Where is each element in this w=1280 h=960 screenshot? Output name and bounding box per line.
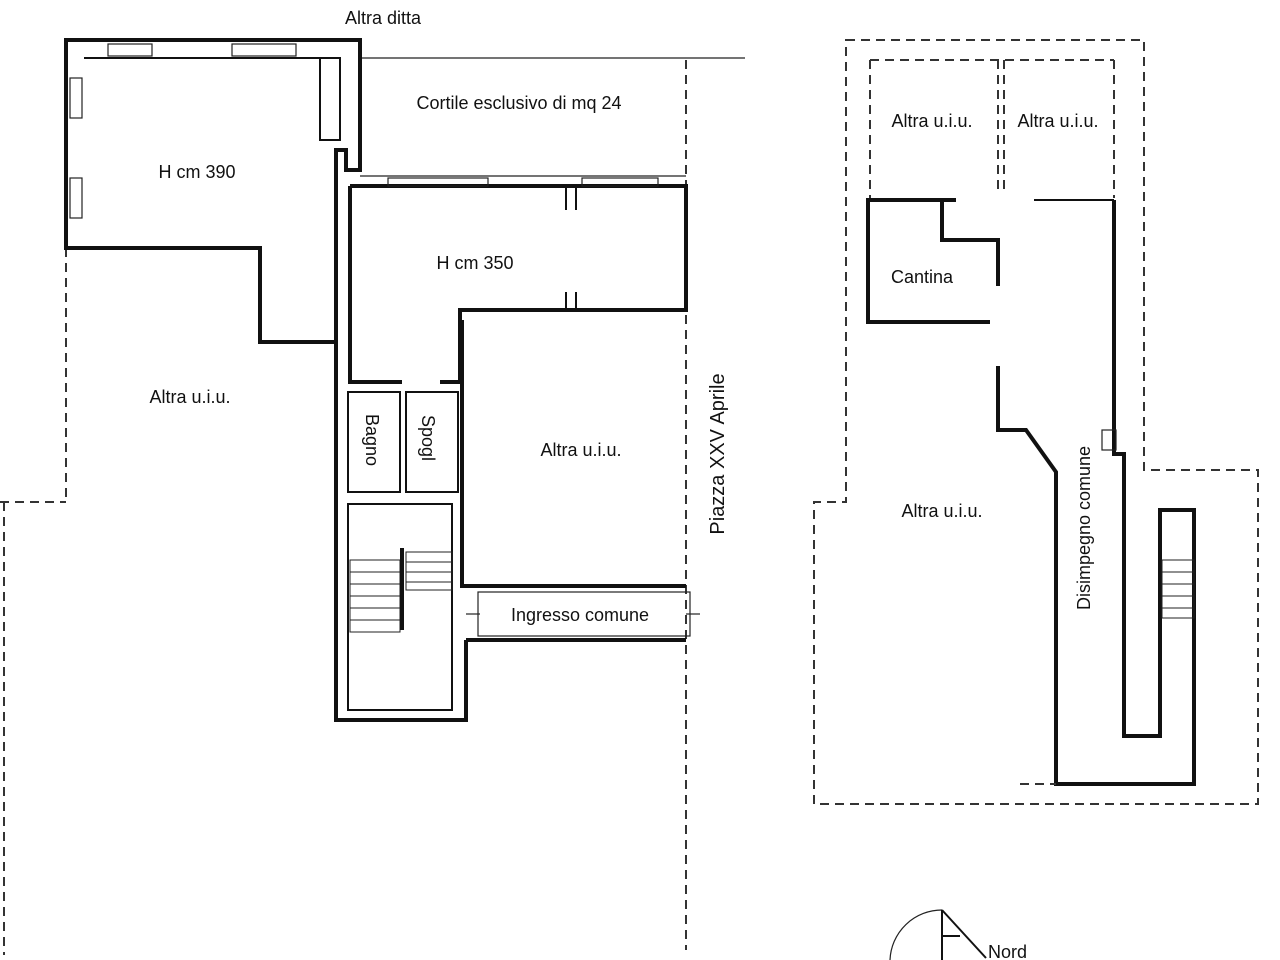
label-altra-top1: Altra u.i.u.: [891, 111, 972, 131]
label-h390: H cm 390: [158, 162, 235, 182]
label-altra-left: Altra u.i.u.: [149, 387, 230, 407]
label-altra-top2: Altra u.i.u.: [1017, 111, 1098, 131]
stairs: [349, 548, 453, 633]
room-altra-center-wall: [460, 320, 686, 588]
cantina-inner-wall: [940, 200, 1000, 286]
room-cantina-wall: [866, 198, 990, 324]
label-spogl: Spogl: [418, 415, 438, 461]
label-disimpegno: Disimpegno comune: [1074, 446, 1094, 610]
label-cantina: Cantina: [891, 267, 954, 287]
stairs-right: [1161, 559, 1195, 619]
window: [231, 43, 297, 57]
room-spogl-wall: [405, 391, 459, 493]
window: [107, 43, 153, 57]
window: [387, 177, 489, 187]
room-h390-wall: [64, 38, 362, 344]
room-h350-wall: [348, 184, 688, 384]
window: [69, 177, 83, 219]
label-bagno: Bagno: [362, 414, 382, 466]
pillar: [1101, 429, 1117, 451]
window: [69, 77, 83, 119]
label-altra-ditta: Altra ditta: [345, 8, 422, 28]
room-h390-inner-wall: [84, 57, 341, 141]
stair-block: [347, 503, 453, 711]
room-bagno-wall: [347, 391, 401, 493]
label-h350: H cm 350: [436, 253, 513, 273]
label-altra-right: Altra u.i.u.: [901, 501, 982, 521]
north-arrow-icon: [889, 909, 987, 960]
label-altra-center: Altra u.i.u.: [540, 440, 621, 460]
label-nord: Nord: [988, 942, 1027, 960]
right-boundary: [813, 39, 1259, 805]
corridor-wall: [334, 270, 468, 722]
window: [581, 177, 659, 187]
label-ingresso: Ingresso comune: [511, 605, 649, 625]
corridor-disimpegno-wall: [996, 200, 1196, 786]
label-piazza: Piazza XXV Aprile: [707, 373, 729, 534]
label-cortile: Cortile esclusivo di mq 24: [416, 93, 621, 113]
